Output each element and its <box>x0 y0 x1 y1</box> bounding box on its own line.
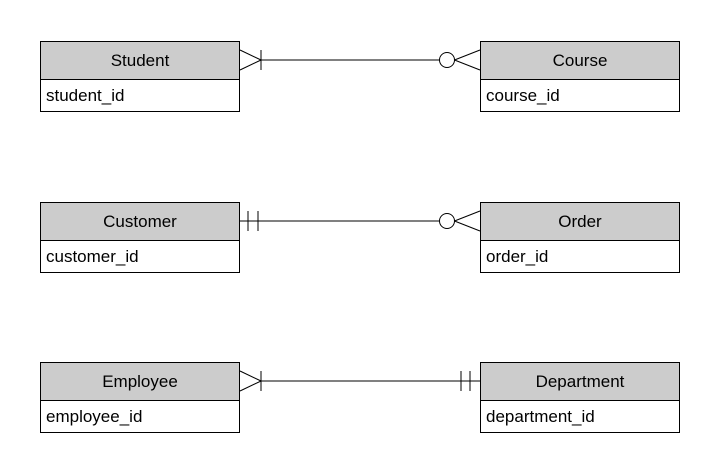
relationship-student-course <box>239 49 481 71</box>
crows-foot-marker <box>454 49 481 71</box>
entity-employee-title: Employee <box>41 363 239 401</box>
zero-circle-marker <box>439 52 455 68</box>
relationship-employee-department <box>239 370 480 392</box>
entity-department-title: Department <box>481 363 679 401</box>
entity-department: Department department_id <box>480 362 680 433</box>
entity-order-attribute: order_id <box>486 247 549 266</box>
entity-student-title: Student <box>41 42 239 80</box>
relationship-customer-order <box>240 210 481 232</box>
zero-circle-marker <box>439 213 455 229</box>
crows-foot-marker <box>239 370 262 392</box>
entity-employee-attribute: employee_id <box>46 407 143 426</box>
entity-customer-attribute: customer_id <box>46 247 139 266</box>
crows-foot-marker <box>239 49 262 71</box>
entity-order: Order order_id <box>480 202 680 273</box>
entity-customer-title: Customer <box>41 203 239 241</box>
entity-course-attribute: course_id <box>486 86 560 105</box>
entity-customer: Customer customer_id <box>40 202 240 273</box>
entity-student: Student student_id <box>40 41 240 112</box>
entity-department-attribute: department_id <box>486 407 595 426</box>
entity-employee: Employee employee_id <box>40 362 240 433</box>
entity-course-title: Course <box>481 42 679 80</box>
entity-student-attribute: student_id <box>46 86 125 105</box>
entity-course: Course course_id <box>480 41 680 112</box>
crows-foot-marker <box>454 210 481 232</box>
entity-order-title: Order <box>481 203 679 241</box>
